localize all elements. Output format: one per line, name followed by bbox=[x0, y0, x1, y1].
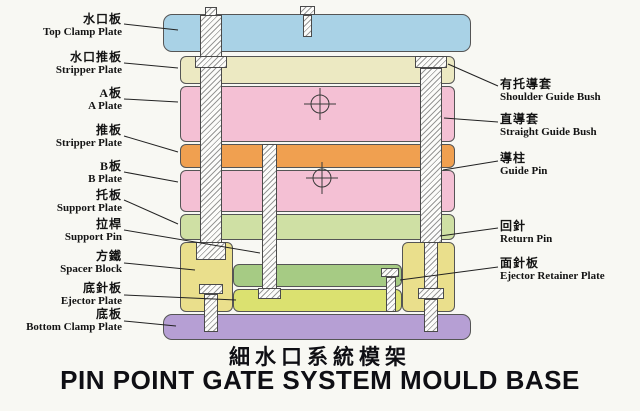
sprue-bush bbox=[303, 15, 312, 37]
label-cn: 回針 bbox=[500, 219, 527, 233]
return-pin bbox=[424, 242, 438, 289]
label-spacer-block: 方鐵 Spacer Block bbox=[0, 250, 122, 276]
label-top-clamp-plate: 水口板 Top Clamp Plate bbox=[0, 13, 122, 39]
label-cn: 有托導套 bbox=[500, 77, 553, 91]
left-bolt bbox=[204, 294, 218, 332]
label-ejector-plate: 底針板 Ejector Plate bbox=[0, 282, 122, 308]
label-en: Guide Pin bbox=[500, 165, 548, 177]
ejector-bolt bbox=[386, 277, 396, 312]
label-cn: 直導套 bbox=[500, 112, 540, 126]
label-en: A Plate bbox=[88, 100, 122, 112]
right-bolt-head bbox=[418, 288, 444, 299]
label-cn: 面針板 bbox=[500, 256, 540, 270]
label-cn: 底針板 bbox=[82, 281, 122, 295]
label-b-plate: B板 B Plate bbox=[0, 160, 122, 186]
label-en: Top Clamp Plate bbox=[42, 26, 122, 38]
label-cn: A板 bbox=[99, 86, 122, 100]
label-cn: 推板 bbox=[95, 123, 122, 137]
right-bolt bbox=[424, 299, 438, 332]
label-cn: 方鐵 bbox=[95, 249, 122, 263]
label-a-plate: A板 A Plate bbox=[0, 87, 122, 113]
label-support-plate: 托板 Support Plate bbox=[0, 189, 122, 215]
plate-support bbox=[180, 214, 455, 240]
label-shoulder-guide-bush: 有托導套 Shoulder Guide Bush bbox=[500, 78, 638, 104]
straight-guide-bush bbox=[420, 68, 442, 243]
support-pin-head bbox=[258, 288, 281, 299]
support-pin bbox=[262, 144, 277, 289]
plate-ejector-retainer bbox=[233, 264, 402, 287]
label-en: Bottom Clamp Plate bbox=[26, 321, 122, 333]
label-en: Ejector Plate bbox=[60, 295, 122, 307]
left-bolt-head bbox=[199, 284, 223, 294]
ejector-bolt-head bbox=[381, 268, 399, 277]
label-en: Stripper Plate bbox=[55, 137, 122, 149]
label-en: Shoulder Guide Bush bbox=[500, 91, 601, 103]
title-chinese: 細水口系統模架 bbox=[229, 345, 411, 369]
label-support-pin: 拉桿 Support Pin bbox=[0, 218, 122, 244]
right-bush-flange bbox=[415, 56, 447, 68]
guide-pin-left bbox=[200, 15, 222, 243]
label-guide-pin: 導柱 Guide Pin bbox=[500, 152, 638, 178]
label-cn: 拉桿 bbox=[95, 217, 122, 231]
label-stripper-plate: 推板 Stripper Plate bbox=[0, 124, 122, 150]
label-en: Return Pin bbox=[500, 233, 553, 245]
label-cn: 水口推板 bbox=[69, 50, 122, 64]
label-en: Spacer Block bbox=[60, 263, 122, 275]
label-en: Stripper Plate bbox=[55, 64, 122, 76]
left-pin-head bbox=[196, 242, 226, 260]
plate-stripper bbox=[180, 144, 455, 168]
sprue-bush-cap bbox=[300, 6, 315, 15]
label-straight-guide-bush: 直導套 Straight Guide Bush bbox=[500, 113, 638, 139]
plate-b bbox=[180, 170, 455, 212]
label-return-pin: 回針 Return Pin bbox=[500, 220, 638, 246]
title-english: PIN POINT GATE SYSTEM MOULD BASE bbox=[60, 365, 580, 395]
label-en: Straight Guide Bush bbox=[500, 126, 597, 138]
label-ejector-retainer-plate: 面針板 Ejector Retainer Plate bbox=[500, 257, 638, 283]
label-cn: 底板 bbox=[95, 307, 122, 321]
shoulder-guide-bush bbox=[195, 56, 227, 68]
label-en: Support Plate bbox=[56, 202, 122, 214]
label-en: Support Pin bbox=[64, 231, 122, 243]
label-cn: 水口板 bbox=[82, 12, 122, 26]
label-cn: B板 bbox=[99, 159, 122, 173]
label-cn: 導柱 bbox=[500, 151, 527, 165]
label-en: Ejector Retainer Plate bbox=[500, 270, 605, 282]
label-en: B Plate bbox=[88, 173, 122, 185]
label-bottom-clamp-plate: 底板 Bottom Clamp Plate bbox=[0, 308, 122, 334]
label-runner-stripper-plate: 水口推板 Stripper Plate bbox=[0, 51, 122, 77]
label-cn: 托板 bbox=[95, 188, 122, 202]
